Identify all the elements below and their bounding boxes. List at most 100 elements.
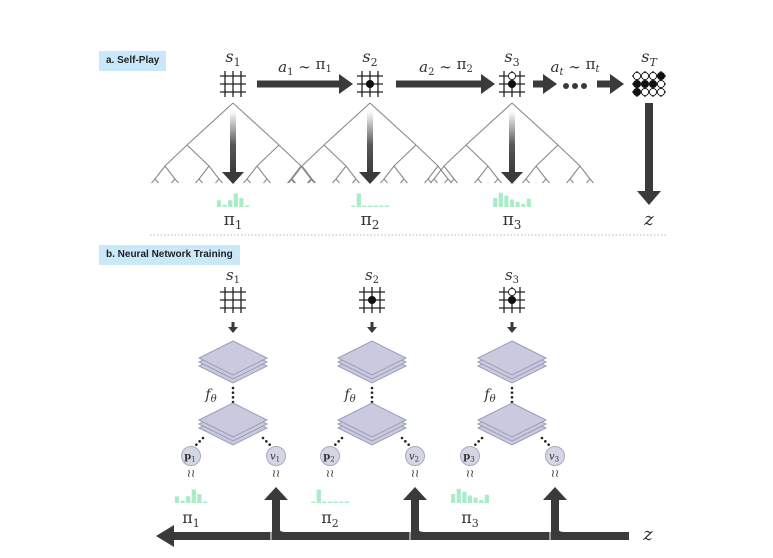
state-label-3-sub: 3: [513, 56, 520, 69]
policy-approx-1: ≀≀: [187, 467, 195, 480]
search-arrow-shaft: [230, 111, 236, 173]
action-label-3-part: ∼: [563, 58, 585, 76]
policy-bar: [509, 199, 515, 207]
connector-dot: [195, 443, 198, 446]
network-layer: [197, 340, 269, 376]
ellipsis-dot: [572, 83, 578, 89]
policy-node-2: p2: [320, 446, 340, 466]
tree-edge: [307, 178, 312, 184]
training-policy-label-2: π2: [321, 508, 339, 530]
policy-node-1-sub: 1: [191, 456, 195, 464]
training-policy-label-1: π1: [182, 508, 200, 530]
tree-edge: [433, 178, 438, 184]
network-stack-bottom-2: [336, 402, 408, 446]
tree-edge: [545, 178, 550, 184]
training-policy-label-3: π3: [461, 508, 479, 530]
policy-node-3-sub: 3: [470, 456, 474, 464]
action-label-1-part: 1: [287, 67, 293, 78]
outcome-label-b-main: z: [642, 524, 653, 545]
arrow-head: [610, 74, 624, 94]
network-connector-3: [510, 386, 514, 404]
arrow-head: [339, 74, 353, 94]
policy-bar: [515, 201, 520, 207]
policy-approx-2: ≀≀: [326, 467, 334, 480]
tree-edge: [443, 144, 467, 167]
policy-bar: [373, 205, 378, 207]
arrow-head: [637, 191, 661, 205]
training-policy-label-2-main: π: [321, 508, 332, 527]
tree-edge: [311, 178, 316, 184]
node-circle: [460, 446, 480, 466]
connector-dot: [544, 440, 547, 443]
action-label-1: a1 ∼ π1: [278, 55, 332, 78]
policy-bar: [191, 489, 196, 503]
training-state-label-1-sub: 1: [234, 275, 240, 286]
policy-bar: [467, 495, 473, 503]
network-label-2-sub: θ: [350, 394, 356, 405]
node-circle: [405, 446, 425, 466]
training-policy-histogram-2: [311, 489, 349, 503]
black-stone: [367, 295, 377, 305]
tree-edge: [291, 178, 296, 184]
training-state-label-2: s2: [365, 266, 379, 286]
connector-dot: [400, 436, 404, 440]
training-state-label-1: s1: [226, 266, 240, 286]
action-label-3-part: t: [595, 64, 600, 75]
state-label-1: s1: [225, 47, 240, 69]
tree-edge: [383, 178, 388, 184]
policy-bar: [384, 205, 389, 207]
policy-bar: [504, 195, 509, 207]
search-arrow-head: [359, 172, 381, 184]
tree-edge: [415, 144, 439, 167]
arrow-shaft: [370, 322, 374, 328]
arrow-head: [507, 327, 517, 333]
tree-edge: [424, 178, 429, 184]
action-label-3-part: π: [586, 55, 596, 73]
outcome-label-b: z: [642, 524, 653, 545]
policy-label-1-sub: 1: [235, 218, 243, 232]
tree-edge: [557, 144, 581, 167]
board-terminal: [632, 71, 666, 97]
policy-label-1-main: π: [224, 210, 235, 230]
arrow-head: [228, 327, 238, 333]
value-arrow-head-1: [264, 487, 288, 500]
search-arrow-shaft: [367, 111, 373, 173]
value-branch-2: [411, 498, 425, 540]
network-stack-bottom-1: [197, 402, 269, 446]
value-node-3-sub: 3: [555, 456, 559, 464]
connector-dot: [477, 440, 480, 443]
policy-bar: [456, 488, 461, 503]
board-state-1: [220, 71, 246, 97]
black-stone: [656, 71, 666, 81]
state-label-terminal-main: s: [641, 47, 649, 66]
connector-dot: [231, 396, 235, 399]
tree-edge: [335, 165, 347, 180]
black-stone: [507, 79, 517, 89]
value-node-2-label: v2: [409, 452, 419, 464]
connector-dot: [231, 391, 235, 394]
arrow-head: [367, 327, 377, 333]
tree-edge: [263, 178, 268, 184]
tree-edge: [301, 144, 325, 167]
value-approx-3: ≀≀: [551, 467, 559, 480]
ellipsis-dot: [563, 83, 569, 89]
state-label-1-sub: 1: [234, 56, 241, 69]
training-policy-label-1-main: π: [182, 508, 193, 527]
connector-dot: [510, 396, 514, 399]
tree-edge: [487, 165, 499, 180]
connector-dot: [268, 443, 271, 446]
state-label-3: s3: [504, 47, 519, 69]
arrow-shaft: [172, 532, 629, 540]
policy-histogram-3: [493, 192, 531, 207]
action-label-1-part: ∼: [293, 58, 315, 76]
training-board-1: [220, 287, 246, 313]
policy-node-1-label: p1: [184, 452, 195, 464]
connector-dot: [540, 436, 544, 440]
outcome-return-arrow: [156, 487, 629, 547]
search-tree-2: [288, 102, 452, 184]
network-connector-1: [231, 386, 235, 404]
arrow-shaft: [533, 80, 545, 88]
policy-node-3-main: p: [463, 452, 470, 463]
action-label-1-part: 1: [325, 64, 331, 75]
value-node-1-main: v: [270, 452, 276, 463]
